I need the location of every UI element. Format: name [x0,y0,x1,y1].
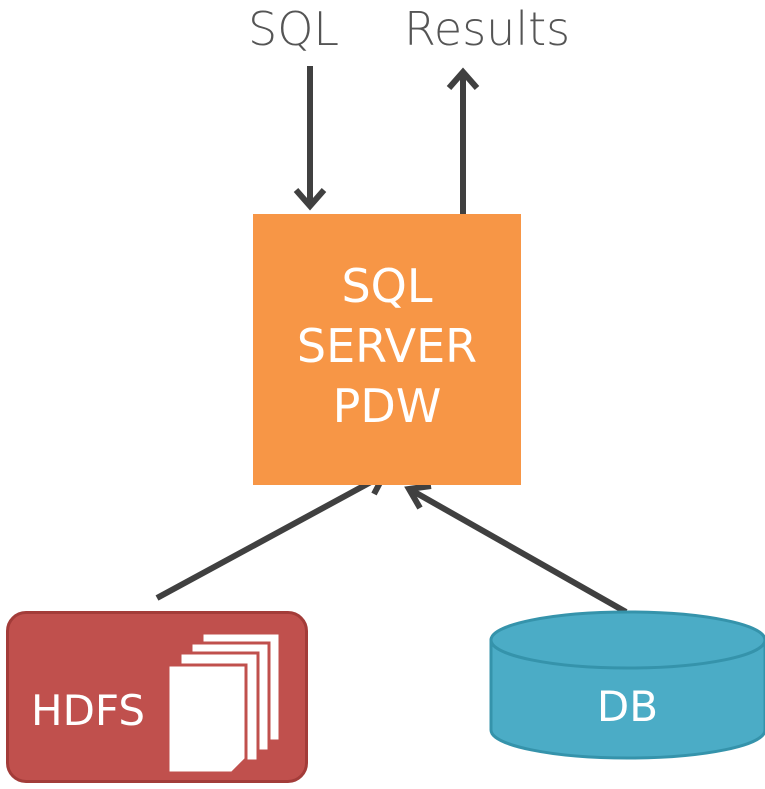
sql-server-pdw-box: SQL SERVER PDW [253,214,521,485]
document-stack-icon [166,631,282,775]
results-output-label: Results [404,2,571,56]
hdfs-label: HDFS [31,686,146,735]
results-output-arrow [446,67,480,214]
database-cylinder-icon [489,610,765,760]
sql-input-label: SQL [248,2,340,56]
pdw-title-line2: SERVER [296,319,478,373]
pdw-title-line1: SQL [341,259,433,313]
hdfs-to-pdw-arrow [155,469,389,601]
sql-input-arrow [293,66,327,211]
hdfs-box: HDFS [6,611,308,783]
db-label: DB [596,682,659,731]
db-to-pdw-arrow [404,483,628,615]
pdw-title-line3: PDW [332,379,442,433]
